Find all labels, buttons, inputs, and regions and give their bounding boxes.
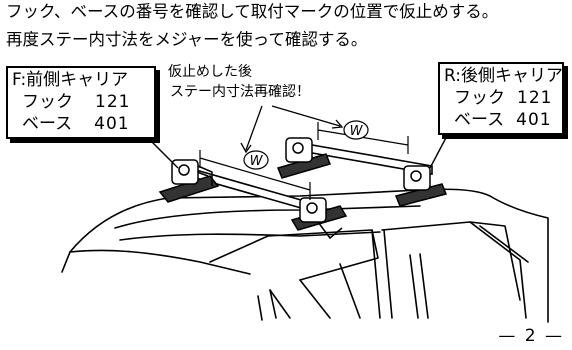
dimension-label-rear: W [350, 124, 364, 139]
rear-right-foot [394, 165, 448, 207]
rear-hook-label: フック [454, 88, 505, 108]
rear-callout-leader [429, 133, 449, 169]
note-arrows [240, 105, 344, 154]
rear-hook-number: 121 [517, 88, 553, 108]
rear-hook-row: フック 121 [444, 87, 556, 109]
page-number: — 2 — [498, 326, 564, 346]
front-carrier-title: F:前側キャリア [12, 70, 129, 90]
dimension-marker-rear [343, 120, 369, 140]
rear-carrier-label: R:後側キャリア フック 121 ベース 401 [438, 62, 564, 135]
rear-base-label: ベース [454, 110, 505, 130]
windshield [69, 249, 251, 275]
instruction-line-1: フック、ベースの番号を確認して取付マークの位置で仮止めする。 [6, 2, 499, 21]
front-base-row: ベース 401 [12, 113, 148, 135]
rear-base-row: ベース 401 [444, 109, 556, 131]
door-frame-rear [381, 221, 521, 301]
front-dimension-line [199, 150, 311, 200]
instruction-line-2: 再度ステー内寸法をメジャーを使って確認する。 [6, 30, 368, 49]
dimension-marker-front [243, 150, 269, 170]
front-base-number: 401 [94, 114, 130, 134]
front-right-foot [290, 197, 348, 240]
front-carrier-label: F:前側キャリア フック 121 ベース 401 [6, 66, 156, 139]
rear-carrier-title: R:後側キャリア [444, 66, 564, 86]
front-left-foot [158, 159, 220, 203]
front-hook-row: フック 121 [12, 91, 148, 113]
rear-left-foot [276, 137, 332, 179]
car-roof [69, 188, 549, 323]
note-line-2: ステー内寸法再確認！ [170, 84, 310, 100]
dimension-label-front: W [250, 154, 264, 169]
roof-ridge [114, 205, 421, 229]
recheck-note: 仮止めした後 ステー内寸法再確認！ [168, 62, 310, 102]
front-base-label: ベース [22, 114, 73, 134]
door-frame-front [209, 229, 379, 281]
rear-base-number: 401 [516, 110, 552, 130]
note-line-1: 仮止めした後 [168, 64, 252, 80]
front-hook-label: フック [22, 92, 73, 112]
front-hook-number: 121 [95, 92, 131, 112]
front-callout-leader [149, 139, 179, 169]
